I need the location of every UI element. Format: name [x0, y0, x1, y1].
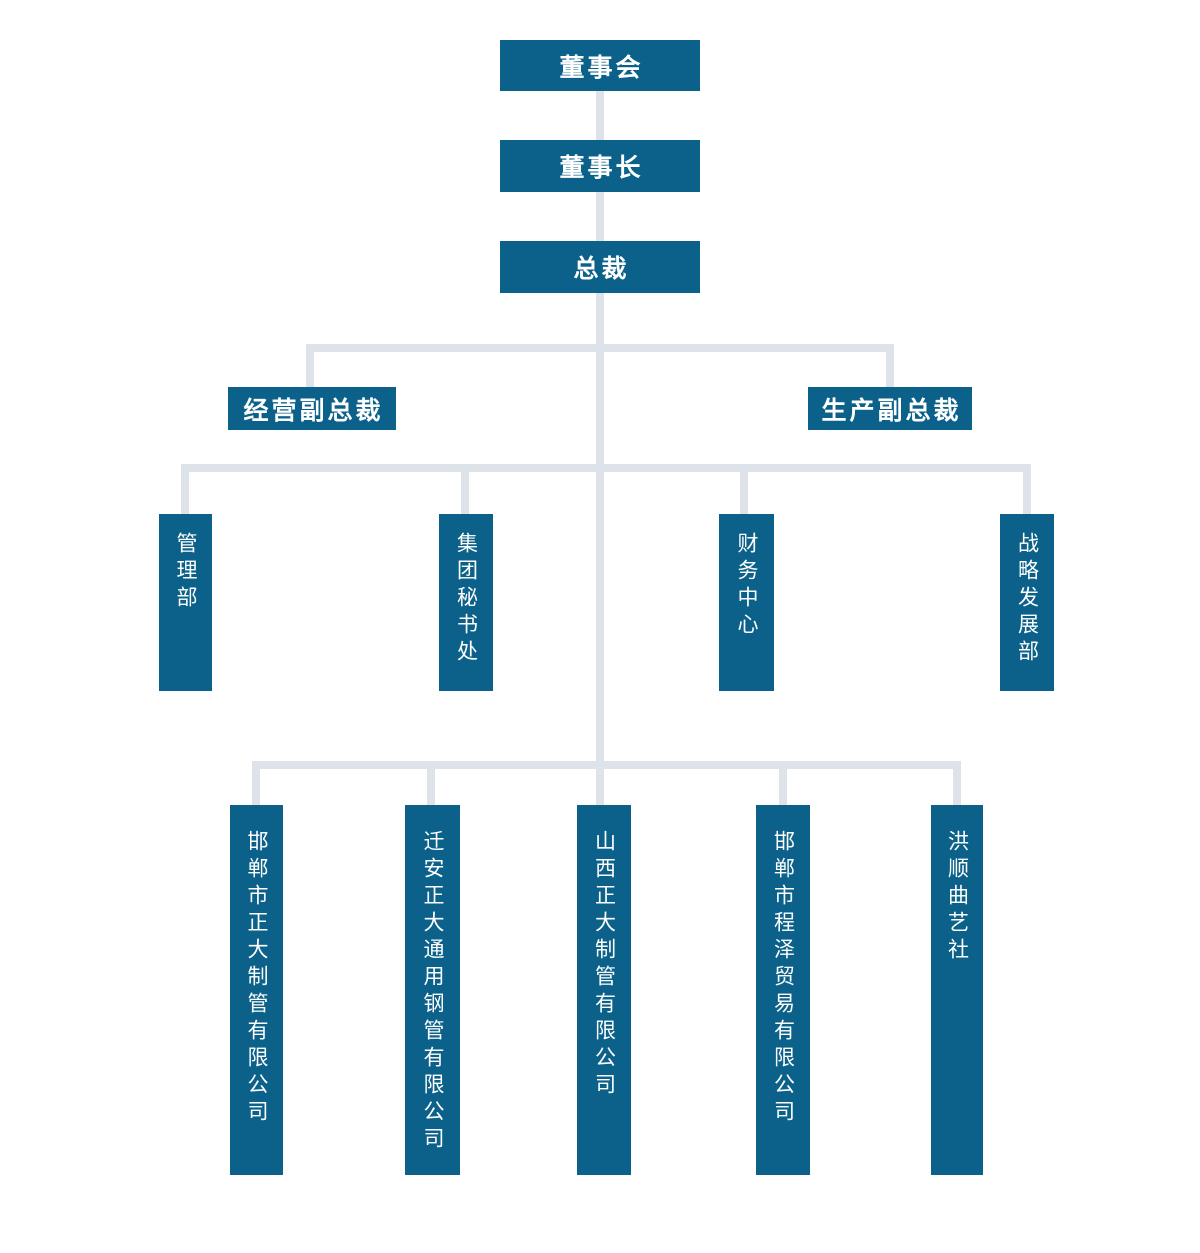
connector-trunk [596, 293, 604, 805]
node-strategy-dept-label: 战略发展部 [1015, 532, 1039, 667]
connector-drop-subsidiary-2 [427, 769, 435, 805]
connector-drop-vp-production [886, 352, 894, 387]
node-subsidiary-handan-zhengda-pipe: 邯郸市正大制管有限公司 [230, 805, 283, 1175]
connector-drop-subsidiary-4 [779, 769, 787, 805]
node-board: 董事会 [500, 40, 700, 91]
node-president: 总裁 [500, 241, 700, 293]
connector-drop-strategy-dept [1023, 472, 1031, 514]
node-vp-production: 生产副总裁 [808, 387, 972, 430]
node-subsidiary-qianan-steel-pipe: 迁安正大通用钢管有限公司 [405, 805, 460, 1175]
connector-level2-horizontal [306, 344, 894, 352]
connector-chairman-president [596, 192, 604, 241]
node-finance-center: 财务中心 [719, 514, 774, 691]
connector-board-chairman [596, 91, 604, 140]
node-president-label: 总裁 [573, 256, 630, 283]
node-subsidiary-handan-chengze-trading: 邯郸市程泽贸易有限公司 [756, 805, 810, 1175]
node-subsidiary-2-label: 迁安正大通用钢管有限公司 [421, 830, 444, 1154]
node-vp-operations-label: 经营副总裁 [243, 397, 384, 425]
node-finance-center-label: 财务中心 [735, 532, 758, 640]
node-subsidiary-1-label: 邯郸市正大制管有限公司 [245, 830, 268, 1127]
connector-drop-subsidiary-1 [252, 769, 260, 805]
connector-drop-vp-operations [306, 352, 314, 387]
connector-drop-subsidiary-5 [953, 769, 961, 805]
node-vp-production-label: 生产副总裁 [821, 397, 962, 425]
node-vp-operations: 经营副总裁 [228, 387, 396, 430]
node-management-dept-label: 管理部 [174, 532, 197, 613]
connector-drop-group-secretariat [461, 472, 469, 514]
node-subsidiary-4-label: 邯郸市程泽贸易有限公司 [771, 830, 795, 1127]
connector-level3-horizontal [181, 464, 1031, 472]
node-subsidiary-hongshun-quyi-club: 洪顺曲艺社 [931, 805, 983, 1175]
node-group-secretariat-label: 集团秘书处 [454, 532, 478, 667]
node-strategy-dept: 战略发展部 [1000, 514, 1054, 691]
node-management-dept: 管理部 [159, 514, 212, 691]
connector-level4-horizontal [252, 761, 961, 769]
connector-drop-management-dept [181, 472, 189, 514]
node-group-secretariat: 集团秘书处 [439, 514, 493, 691]
node-board-label: 董事会 [559, 54, 644, 82]
node-chairman: 董事长 [500, 140, 700, 192]
node-subsidiary-shanxi-zhengda-pipe: 山西正大制管有限公司 [577, 805, 631, 1175]
node-subsidiary-3-label: 山西正大制管有限公司 [592, 830, 616, 1100]
node-subsidiary-5-label: 洪顺曲艺社 [945, 830, 969, 965]
node-chairman-label: 董事长 [559, 155, 644, 182]
connector-drop-finance-center [740, 472, 748, 514]
